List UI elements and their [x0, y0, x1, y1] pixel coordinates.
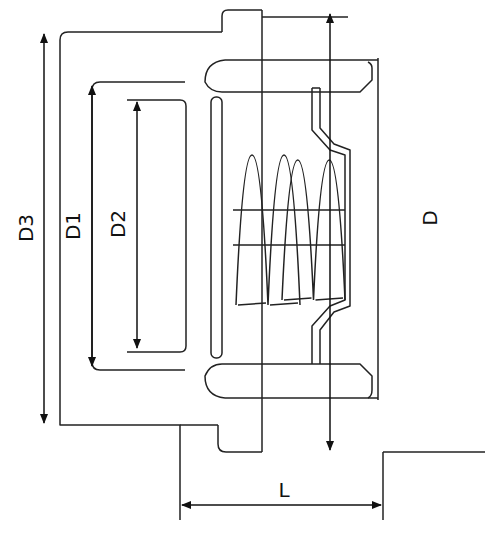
dimension-label: D3 — [15, 212, 37, 244]
dimension-label: D2 — [107, 208, 129, 240]
dimension-label: D — [419, 208, 441, 227]
dimension-label: L — [276, 479, 291, 501]
dimension-label: D1 — [62, 210, 84, 242]
